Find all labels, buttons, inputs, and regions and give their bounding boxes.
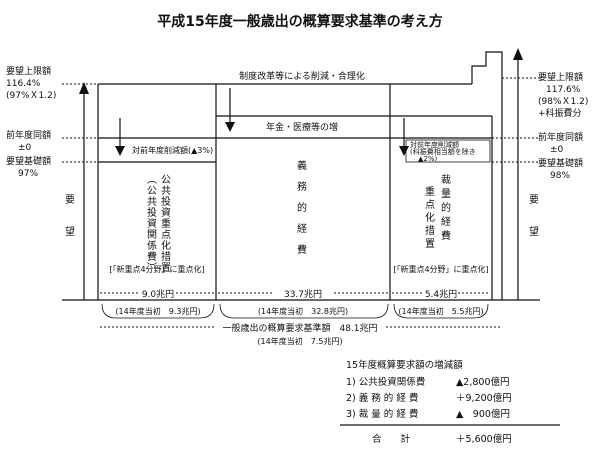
reform-note: 制度改革等による削減・合理化 bbox=[239, 70, 365, 82]
right-base-label-2: 98% bbox=[550, 171, 570, 181]
col3-arrow-head-icon bbox=[399, 146, 409, 156]
reform-arrow-head-icon bbox=[225, 122, 235, 132]
page-title: 平成15年度一般歳出の概算要求基準の考え方 bbox=[157, 13, 442, 30]
col3-reduction-2: (科振費相当額を除き bbox=[410, 147, 476, 156]
left-prev-label-1: 前年度同額 bbox=[6, 129, 51, 141]
right-prev-label-1: 前年度同額 bbox=[538, 131, 583, 143]
left-prev-label-2: ±0 bbox=[18, 143, 32, 153]
col3-vertical-a: 裁量的経費 bbox=[439, 173, 451, 244]
col3-prev-amount: (14年度当初 5.5兆円) bbox=[398, 306, 483, 316]
left-upper-label-1: 要望上限額 bbox=[6, 65, 51, 77]
right-upper-label-3: (98%Ｘ1.2) bbox=[538, 97, 588, 107]
budget-frame bbox=[62, 51, 540, 301]
col2-mandatory: 義務的経費 bbox=[295, 159, 307, 265]
right-prev-label-2: ±0 bbox=[550, 145, 564, 155]
col3-amount: 5.4兆円 bbox=[425, 289, 457, 300]
col1-bracket bbox=[101, 303, 215, 319]
col1-amount: 9.0兆円 bbox=[142, 289, 174, 300]
summary-table: 15年度概算要求額の増減額 1) 公共投資関係費 ▲2,800億円 2) 義 務… bbox=[340, 359, 560, 445]
summary-row-2-label: 2) 義 務 的 経 費 bbox=[346, 392, 418, 404]
col1-public-investment: 対前年度削減額(▲3%) 公共投資重点化措置 （公共投資関係費） [「新重点4分… bbox=[109, 145, 213, 274]
right-demand-label: 要望 bbox=[527, 194, 539, 258]
col1-vertical-label-2: （公共投資関係費） bbox=[145, 174, 157, 273]
col3-focus-label: [「新重点4分野」に重点化] bbox=[393, 264, 488, 274]
amount-dimensions: 9.0兆円 33.7兆円 5.4兆円 bbox=[100, 289, 490, 300]
reduction-arrows bbox=[115, 88, 409, 156]
col1-arrow-head-icon bbox=[115, 146, 125, 156]
summary-row-1-value: ▲2,800億円 bbox=[456, 376, 510, 388]
summary-total-label: 合 計 bbox=[372, 433, 411, 445]
summary-title: 15年度概算要求額の増減額 bbox=[346, 359, 463, 371]
total-amount: 一般歳出の概算要求基準額 48.1兆円 bbox=[222, 322, 377, 334]
left-base-label-1: 要望基礎額 bbox=[6, 155, 51, 167]
summary-row-3-value: ▲ 900億円 bbox=[456, 408, 510, 420]
col2-amount: 33.7兆円 bbox=[284, 289, 322, 300]
col2-vertical-label: 義務的経費 bbox=[295, 159, 307, 265]
col3-reduction-3: ▲2%) bbox=[418, 155, 437, 163]
pension-note: 年金・医療等の増 bbox=[266, 121, 338, 133]
col1-focus-label: [「新重点4分野」に重点化] bbox=[109, 264, 204, 274]
right-step-wall bbox=[471, 51, 503, 300]
summary-row-2-value: ＋9,200億円 bbox=[456, 392, 512, 404]
col3-reduction-1: 対前年度削減額 bbox=[410, 140, 459, 149]
col1-vertical-label: 公共投資重点化措置 bbox=[159, 174, 171, 273]
left-upper-label-3: (97%Ｘ1.2) bbox=[6, 91, 56, 101]
total-prev-amount: (14年度当初 7.5兆円) bbox=[257, 336, 342, 346]
summary-row-1-label: 1) 公共投資関係費 bbox=[346, 376, 425, 388]
col3-reduction-box bbox=[405, 139, 491, 163]
right-arrow-head-icon bbox=[513, 48, 523, 60]
right-upper-label-1: 要望上限額 bbox=[538, 71, 583, 83]
summary-total-value: ＋5,600億円 bbox=[456, 433, 512, 445]
right-base-label-1: 要望基礎額 bbox=[538, 157, 583, 169]
right-axis: 要望上限額 117.6% (98%Ｘ1.2) +科振費分 前年度同額 ±0 要望… bbox=[492, 48, 588, 300]
summary-row-3-label: 3) 裁 量 的 経 費 bbox=[346, 408, 418, 420]
left-base-label-2: 97% bbox=[18, 169, 38, 179]
col3-vertical-b: 重点化措置 bbox=[423, 185, 435, 251]
col1-prev-amount: (14年度当初 9.3兆円) bbox=[115, 306, 200, 316]
col2-bracket bbox=[219, 303, 389, 319]
left-arrow-head-icon bbox=[79, 82, 89, 94]
left-axis: 要望上限額 116.4% (97%Ｘ1.2) 前年度同額 ±0 要望基礎額 97… bbox=[6, 65, 100, 300]
right-upper-label-4: +科振費分 bbox=[538, 107, 582, 119]
left-demand-label: 要望 bbox=[63, 194, 75, 258]
total-dimension: 一般歳出の概算要求基準額 48.1兆円 (14年度当初 7.5兆円) bbox=[100, 322, 500, 346]
col3-discretionary: 対前年度削減額 (科振費相当額を除き ▲2%) 裁量的経費 重点化措置 [「新重… bbox=[393, 139, 491, 274]
left-upper-label-2: 116.4% bbox=[6, 79, 41, 89]
col1-reduction-label: 対前年度削減額(▲3%) bbox=[132, 145, 213, 155]
col2-prev-amount: (14年度当初 32.8兆円) bbox=[258, 306, 348, 316]
prior-year-brackets: (14年度当初 9.3兆円) (14年度当初 32.8兆円) (14年度当初 5… bbox=[101, 303, 489, 319]
right-upper-label-2: 117.6% bbox=[546, 85, 581, 95]
col3-bracket bbox=[393, 303, 489, 319]
